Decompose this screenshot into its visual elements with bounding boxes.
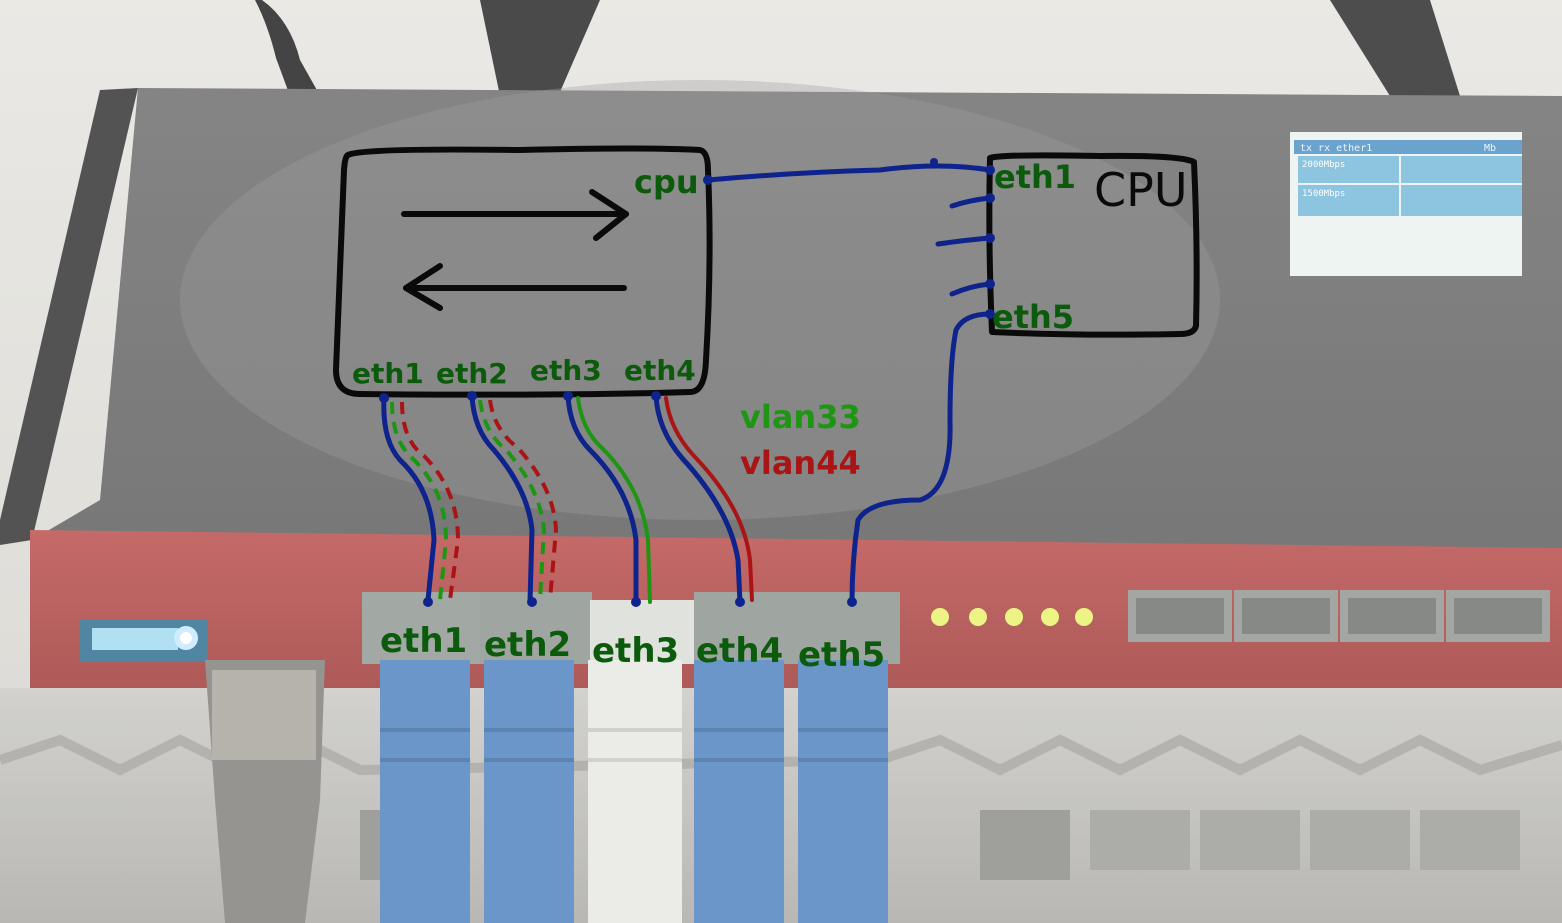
cpu-unused-ports bbox=[935, 193, 995, 297]
antennas bbox=[255, 0, 1460, 96]
router-port-label-eth4: eth4 bbox=[696, 631, 783, 671]
router-port-label-eth5: eth5 bbox=[798, 635, 885, 675]
usb-port bbox=[80, 620, 208, 662]
cable-eth3 bbox=[588, 660, 682, 923]
router-top-surface bbox=[32, 88, 1562, 560]
switch-port-label-eth3: eth3 bbox=[530, 354, 602, 387]
router-side bbox=[0, 88, 138, 545]
router-port-label-eth2: eth2 bbox=[484, 625, 571, 665]
switch-port-label-eth4: eth4 bbox=[624, 354, 696, 387]
link-eth4 bbox=[651, 391, 754, 607]
link-cpu-eth1 bbox=[705, 163, 993, 183]
rack-grille bbox=[0, 734, 1562, 776]
switch-port-label-eth1: eth1 bbox=[352, 357, 424, 390]
link-cpu-eth5 bbox=[849, 311, 993, 605]
cable-eth1 bbox=[380, 660, 470, 923]
router-port-label-eth1: eth1 bbox=[380, 621, 467, 661]
lcd-header-right: Mb bbox=[1484, 143, 1496, 154]
cable-eth4 bbox=[694, 660, 784, 923]
lcd-display: tx rx ether1 Mb 2000Mbps 1500Mbps bbox=[1290, 132, 1522, 276]
cpu-title: CPU bbox=[1094, 163, 1188, 217]
status-leds bbox=[931, 608, 1093, 626]
cpu-port-label-eth1: eth1 bbox=[994, 158, 1076, 196]
router-port-label-eth3: eth3 bbox=[592, 631, 679, 671]
patch-cables bbox=[205, 660, 888, 923]
link-eth2 bbox=[467, 391, 559, 607]
link-eth1 bbox=[379, 393, 461, 607]
switching-arrows bbox=[401, 189, 629, 311]
cable-eth2 bbox=[484, 660, 574, 923]
cpu-port-label-eth5: eth5 bbox=[992, 298, 1074, 336]
lcd-row2: 1500Mbps bbox=[1302, 189, 1345, 199]
link-eth3 bbox=[563, 391, 652, 607]
legend-vlan44: vlan44 bbox=[740, 444, 861, 482]
top-glare bbox=[180, 80, 1220, 520]
lcd-header: tx rx ether1 bbox=[1300, 143, 1372, 154]
cable-eth5 bbox=[798, 660, 888, 923]
switch-chip-box bbox=[333, 145, 713, 398]
switch-cpu-port-label: cpu bbox=[634, 163, 699, 201]
switch-port-label-eth2: eth2 bbox=[436, 357, 508, 390]
lcd-graph bbox=[1298, 156, 1522, 216]
lcd-row1: 2000Mbps bbox=[1302, 160, 1345, 170]
legend-vlan33: vlan33 bbox=[740, 398, 861, 436]
